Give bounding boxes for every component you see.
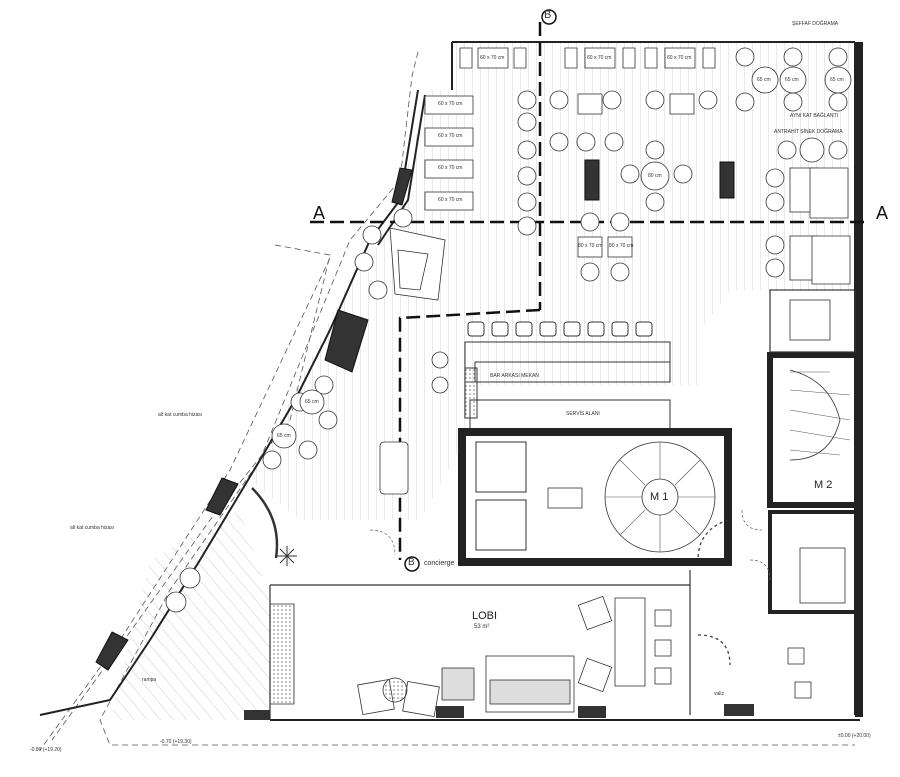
table-size-label: 65 cm <box>277 433 291 439</box>
note-canopy-1: alt kat cumba hizası <box>158 412 203 418</box>
table-size-label: 80 x 70 cm <box>609 243 634 249</box>
north-arrow <box>277 546 297 566</box>
table-size-label: 60 x 70 cm <box>438 165 463 171</box>
section-label-a-left: A <box>313 203 326 223</box>
note-concierge: concierge <box>424 560 455 567</box>
core-m2 <box>767 289 863 614</box>
doors <box>369 509 771 581</box>
level-right: ±0.00 (+20.00) <box>838 733 871 739</box>
note-canopy-2: alt kat cumba hizası <box>70 525 115 531</box>
table-size-label: 65 cm <box>830 77 844 83</box>
chairs <box>262 47 848 470</box>
section-marker-b-bottom <box>404 556 420 572</box>
core-m2-label: M 2 <box>814 479 833 491</box>
table-size-label: 65 cm <box>757 77 771 83</box>
note-roof-right2: ANTRAHİT SİNEK DOĞRAMA <box>774 129 843 135</box>
note-bar: BAR ARKASI MEKAN <box>490 373 539 379</box>
fireplaces <box>95 159 735 671</box>
table-size-label: 65 cm <box>785 77 799 83</box>
section-label-b-top: B <box>544 9 552 21</box>
table-size-label: 60 x 70 cm <box>667 55 692 61</box>
round-tables <box>165 66 852 613</box>
section-label-b-bottom: B <box>408 557 415 568</box>
table-size-label: 60 x 70 cm <box>438 101 463 107</box>
note-roof-right1: AYNI KAT BAĞLANTI <box>790 113 839 119</box>
section-marker-b-top <box>541 9 557 25</box>
note-ramp: rampa <box>142 677 157 683</box>
table-size-label: 60 x 70 cm <box>438 133 463 139</box>
entrance-bases <box>244 704 754 720</box>
lobby-name: LOBI <box>472 610 498 622</box>
note-roof-top: ŞEFFAF DOĞRAMA <box>792 21 839 27</box>
lobby-furniture <box>269 595 812 718</box>
note-luggage: valiz <box>714 691 725 697</box>
bar <box>464 321 671 431</box>
core-m1-label: M 1 <box>650 491 669 503</box>
table-size-label: 80 x 70 cm <box>578 243 603 249</box>
table-size-label: 60 x 70 cm <box>438 197 463 203</box>
table-size-label: 65 cm <box>305 399 319 405</box>
lobby-area: 53 m² <box>474 624 490 630</box>
top-dining-tables <box>424 47 819 281</box>
note-counter: SERVİS ALANI <box>566 411 600 417</box>
core-m1 <box>458 428 732 566</box>
table-size-label: 80 cm <box>648 173 662 179</box>
level-left-2: -0.70 (+19.30) <box>160 739 192 745</box>
lobby-walls <box>251 487 731 720</box>
section-label-a-right: A <box>876 203 889 223</box>
booths <box>379 167 851 495</box>
table-size-label: 60 x 70 cm <box>587 55 612 61</box>
level-left: -0.80 (+19.20) <box>30 747 62 753</box>
table-size-label: 60 x 70 cm <box>480 55 505 61</box>
